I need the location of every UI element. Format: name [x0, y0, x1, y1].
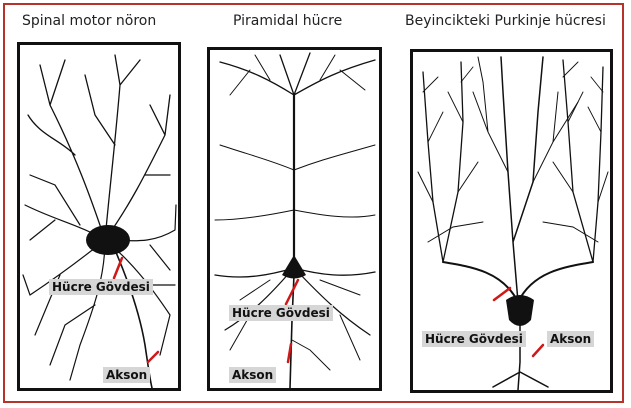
title-spinal-motor-neuron: Spinal motor nöron	[22, 13, 156, 29]
label-cell-body-pyramidal: Hücre Gövdesi	[229, 305, 333, 321]
label-axon-spinal: Akson	[103, 367, 150, 383]
panel-spinal-motor-neuron	[17, 42, 181, 391]
title-purkinje-cell: Beyincikteki Purkinje hücresi	[405, 13, 606, 29]
pyramidal-cell-drawing	[210, 50, 379, 388]
title-pyramidal-cell: Piramidal hücre	[233, 13, 342, 29]
spinal-motor-neuron-drawing	[20, 45, 178, 388]
panel-pyramidal-cell	[207, 47, 382, 391]
label-axon-pyramidal: Akson	[229, 367, 276, 383]
label-cell-body-purkinje: Hücre Gövdesi	[422, 331, 526, 347]
label-cell-body-spinal: Hücre Gövdesi	[49, 279, 153, 295]
label-axon-purkinje: Akson	[547, 331, 594, 347]
